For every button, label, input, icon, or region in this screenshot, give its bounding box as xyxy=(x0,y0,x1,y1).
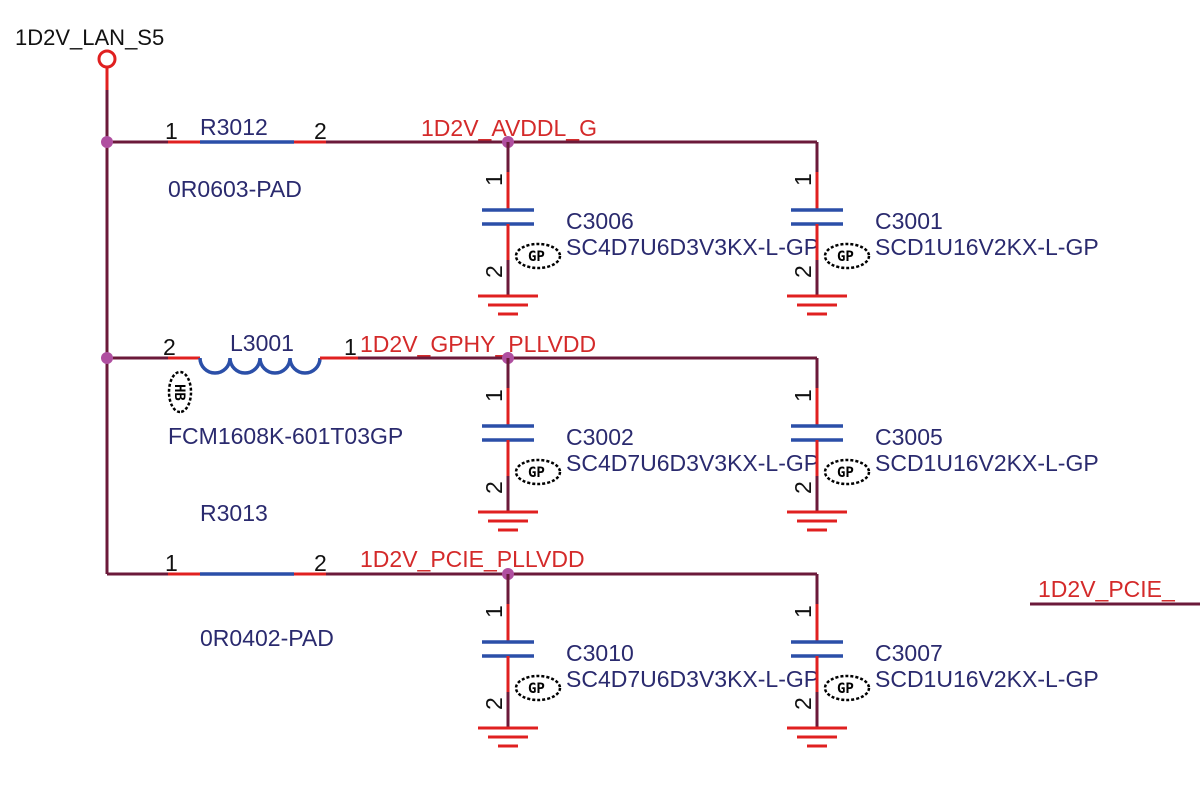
junction-dot xyxy=(101,136,113,148)
gp-badge-text: GP xyxy=(528,681,545,697)
gp-badge xyxy=(823,242,871,270)
gp-badge xyxy=(514,674,562,702)
hb-badge-oval xyxy=(167,370,193,414)
r3012-ref: R3012 xyxy=(200,114,268,140)
capacitor-group: 12C3006SC4D7U6D3V3KX-L-GPGP12C3001SCD1U1… xyxy=(478,142,1099,748)
gp-badge xyxy=(823,674,871,702)
gp-badge-text: GP xyxy=(528,465,545,481)
cap-pin1-num: 1 xyxy=(790,605,816,618)
cap-ref: C3001 xyxy=(875,208,943,234)
offpage-net-label: 1D2V_PCIE_ xyxy=(1038,576,1176,602)
gp-badge-text: GP xyxy=(837,465,854,481)
cap-pin1-num: 1 xyxy=(481,173,507,186)
cap-pin2-num: 2 xyxy=(790,481,816,494)
r3013-pin2-num: 2 xyxy=(314,550,327,576)
gp-badge xyxy=(514,242,562,270)
r3012-pin1-num: 1 xyxy=(165,118,178,144)
cap-value: SCD1U16V2KX-L-GP xyxy=(875,234,1099,260)
net-label-pcie: 1D2V_PCIE_PLLVDD xyxy=(360,546,585,572)
cap-ref: C3002 xyxy=(566,424,634,450)
net-label-gphy: 1D2V_GPHY_PLLVDD xyxy=(360,331,596,357)
gp-badge-text: GP xyxy=(528,249,545,265)
gp-badge-text: GP xyxy=(837,249,854,265)
r3012-pin2-num: 2 xyxy=(314,118,327,144)
cap-value: SCD1U16V2KX-L-GP xyxy=(875,450,1099,476)
cap-pin2-num: 2 xyxy=(790,697,816,710)
cap-pin2-num: 2 xyxy=(481,265,507,278)
cap-ref: C3007 xyxy=(875,640,943,666)
gp-badge xyxy=(823,458,871,486)
r3013-ref: R3013 xyxy=(200,500,268,526)
gp-badge-text: GP xyxy=(837,681,854,697)
cap-value: SCD1U16V2KX-L-GP xyxy=(875,666,1099,692)
cap-value: SC4D7U6D3V3KX-L-GP xyxy=(566,234,819,260)
l3001-value: FCM1608K-601T03GP xyxy=(168,423,403,449)
l3001-pin1-num: 1 xyxy=(344,334,357,360)
r3013-pin1-num: 1 xyxy=(165,550,178,576)
power-rail-label: 1D2V_LAN_S5 xyxy=(15,25,164,50)
hb-badge-text: HB xyxy=(171,384,187,401)
l3001-coil xyxy=(198,357,322,375)
cap-ref: C3006 xyxy=(566,208,634,234)
l3001-pin2-num: 2 xyxy=(163,334,176,360)
l3001-ref: L3001 xyxy=(230,330,294,356)
cap-value: SC4D7U6D3V3KX-L-GP xyxy=(566,666,819,692)
cap-pin2-num: 2 xyxy=(790,265,816,278)
cap-pin1-num: 1 xyxy=(481,389,507,402)
cap-pin2-num: 2 xyxy=(481,481,507,494)
cap-ref: C3005 xyxy=(875,424,943,450)
r3013-value: 0R0402-PAD xyxy=(200,625,334,651)
cap-pin1-num: 1 xyxy=(481,605,507,618)
cap-value: SC4D7U6D3V3KX-L-GP xyxy=(566,450,819,476)
power-port-symbol xyxy=(97,49,117,69)
cap-ref: C3010 xyxy=(566,640,634,666)
r3012-value: 0R0603-PAD xyxy=(168,176,302,202)
cap-pin1-num: 1 xyxy=(790,389,816,402)
cap-pin1-num: 1 xyxy=(790,173,816,186)
gp-badge xyxy=(514,458,562,486)
junction-dot xyxy=(101,352,113,364)
cap-pin2-num: 2 xyxy=(481,697,507,710)
hb-badge: HB xyxy=(167,370,193,414)
